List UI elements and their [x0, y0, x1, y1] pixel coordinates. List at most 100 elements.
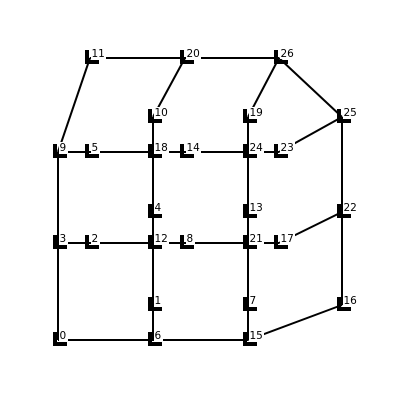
- node-17: 17: [274, 233, 295, 249]
- node-label-background: [343, 107, 358, 118]
- corner-marker-icon: [148, 297, 162, 311]
- node-3: 3: [53, 233, 68, 249]
- node-label: 18: [155, 142, 168, 154]
- node-0: 0: [53, 330, 68, 346]
- node-26: 26: [274, 48, 295, 64]
- node-label: 15: [250, 330, 263, 342]
- node-label: 21: [250, 233, 263, 245]
- node-label-background: [154, 295, 163, 306]
- node-6: 6: [148, 330, 163, 346]
- node-19: 19: [243, 107, 264, 123]
- edge-25-26: [278, 57, 343, 118]
- node-10: 10: [148, 107, 169, 123]
- node-label-background: [343, 202, 358, 213]
- nodes-layer: 0123456789101112131415161718192021222324…: [53, 48, 358, 346]
- corner-marker-icon: [180, 144, 194, 158]
- corner-marker-icon: [148, 332, 162, 346]
- corner-marker-icon: [243, 297, 257, 311]
- node-1: 1: [148, 295, 163, 311]
- corner-marker-icon: [148, 109, 162, 123]
- corner-marker-icon: [243, 144, 257, 158]
- node-11: 11: [85, 48, 106, 64]
- node-label: 19: [250, 107, 263, 119]
- corner-marker-icon: [274, 50, 288, 64]
- edge-11-9: [57, 57, 91, 153]
- node-label-background: [91, 142, 100, 153]
- node-label: 17: [281, 233, 294, 245]
- node-label-background: [154, 233, 169, 244]
- node-label: 6: [155, 330, 162, 342]
- node-label: 0: [60, 330, 67, 342]
- corner-marker-icon: [85, 50, 99, 64]
- node-20: 20: [180, 48, 201, 64]
- node-label-background: [59, 330, 68, 341]
- node-label: 20: [187, 48, 200, 60]
- node-label-background: [280, 142, 295, 153]
- node-label: 3: [60, 233, 67, 245]
- node-label: 7: [250, 295, 257, 307]
- node-label-background: [249, 142, 264, 153]
- corner-marker-icon: [243, 204, 257, 218]
- node-label-background: [154, 330, 163, 341]
- corner-marker-icon: [53, 332, 67, 346]
- node-label-background: [154, 107, 169, 118]
- node-label: 16: [344, 295, 358, 307]
- node-label-background: [280, 48, 295, 59]
- corner-marker-icon: [85, 144, 99, 158]
- node-label-background: [154, 142, 169, 153]
- node-label-background: [186, 233, 195, 244]
- node-23: 23: [274, 142, 295, 158]
- node-label-background: [249, 233, 264, 244]
- corner-marker-icon: [53, 235, 67, 249]
- corner-marker-icon: [243, 332, 257, 346]
- node-18: 18: [148, 142, 169, 158]
- node-25: 25: [337, 107, 358, 123]
- node-label: 26: [281, 48, 295, 60]
- node-label: 4: [155, 202, 162, 214]
- node-label: 13: [250, 202, 263, 214]
- node-label: 9: [60, 142, 67, 154]
- node-label-background: [154, 202, 163, 213]
- node-13: 13: [243, 202, 264, 218]
- node-label: 10: [155, 107, 168, 119]
- node-12: 12: [148, 233, 169, 249]
- corner-marker-icon: [274, 144, 288, 158]
- corner-marker-icon: [148, 235, 162, 249]
- node-label: 22: [344, 202, 357, 214]
- node-9: 9: [53, 142, 68, 158]
- node-8: 8: [180, 233, 195, 249]
- node-label-background: [91, 48, 106, 59]
- node-4: 4: [148, 202, 163, 218]
- node-label: 23: [281, 142, 294, 154]
- corner-marker-icon: [337, 204, 351, 218]
- corner-marker-icon: [85, 235, 99, 249]
- corner-marker-icon: [337, 297, 351, 311]
- corner-marker-icon: [53, 144, 67, 158]
- corner-marker-icon: [243, 235, 257, 249]
- node-label-background: [249, 107, 264, 118]
- node-24: 24: [243, 142, 264, 158]
- node-16: 16: [337, 295, 358, 311]
- corner-marker-icon: [274, 235, 288, 249]
- corner-marker-icon: [337, 109, 351, 123]
- node-label-background: [91, 233, 100, 244]
- node-label: 8: [187, 233, 194, 245]
- node-label: 1: [155, 295, 162, 307]
- node-label-background: [186, 48, 201, 59]
- edges-layer: [57, 57, 343, 341]
- node-label-background: [343, 295, 358, 306]
- node-21: 21: [243, 233, 264, 249]
- node-label-background: [59, 233, 68, 244]
- node-label: 2: [92, 233, 99, 245]
- node-label-background: [186, 142, 201, 153]
- node-14: 14: [180, 142, 201, 158]
- node-label: 25: [344, 107, 357, 119]
- corner-marker-icon: [148, 204, 162, 218]
- node-22: 22: [337, 202, 358, 218]
- node-5: 5: [85, 142, 100, 158]
- node-15: 15: [243, 330, 264, 346]
- node-7: 7: [243, 295, 258, 311]
- corner-marker-icon: [180, 235, 194, 249]
- node-label-background: [59, 142, 68, 153]
